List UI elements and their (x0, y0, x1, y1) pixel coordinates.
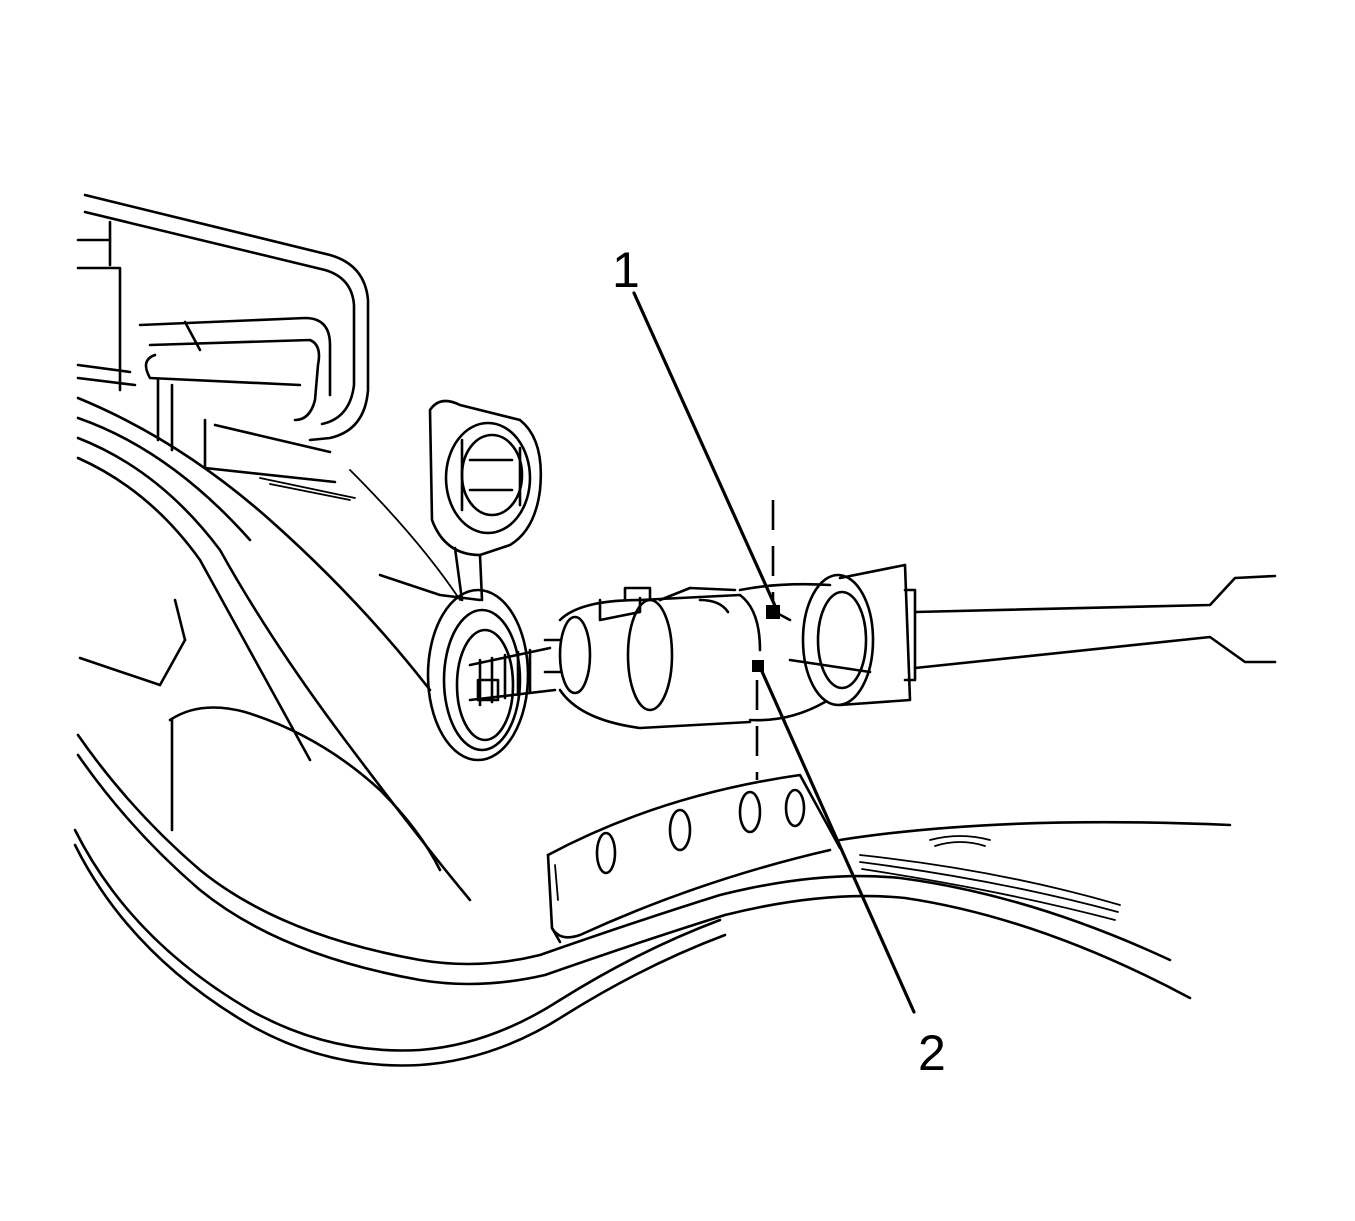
callout-2-leader (758, 665, 916, 1014)
upper-console-bracket (76, 193, 370, 501)
lighter-socket (426, 588, 557, 762)
alignment-lines (752, 500, 780, 780)
floor-panel (838, 820, 1232, 921)
callout-leaders (632, 291, 916, 1014)
lighter-cap (428, 399, 543, 602)
vent-bezel (546, 773, 842, 944)
callout-1-label: 1 (612, 242, 640, 298)
removal-tool (738, 563, 1277, 722)
callout-2-label: 2 (918, 1025, 946, 1081)
lighter-element (543, 586, 762, 730)
tab-1-marker (766, 605, 780, 619)
console-body (73, 396, 1192, 1067)
callout-1-leader (632, 291, 778, 610)
